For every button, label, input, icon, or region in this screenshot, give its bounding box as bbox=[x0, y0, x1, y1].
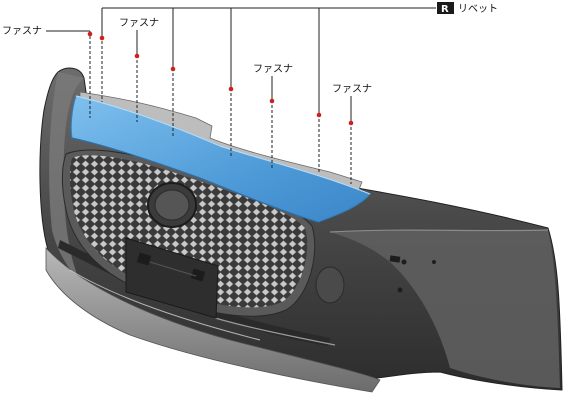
label-fastener-3: ファスナ bbox=[253, 63, 293, 75]
label-fastener-2: ファスナ bbox=[119, 17, 159, 29]
rivet-badge-letter: R bbox=[441, 4, 449, 15]
rivet-badge-box bbox=[437, 2, 454, 14]
label-fastener-1: ファスナ bbox=[2, 25, 42, 37]
label-rivet: リベット bbox=[458, 3, 498, 15]
rivet-legend: R リベット bbox=[437, 2, 498, 15]
leader-lines bbox=[46, 7, 436, 184]
label-fastener-4: ファスナ bbox=[332, 83, 372, 95]
license-plate-bracket bbox=[125, 237, 219, 319]
upper-garnish-highlight bbox=[70, 95, 371, 223]
fender-holes bbox=[315, 255, 436, 304]
fastener-markers bbox=[87, 31, 354, 126]
emblem bbox=[147, 182, 197, 228]
